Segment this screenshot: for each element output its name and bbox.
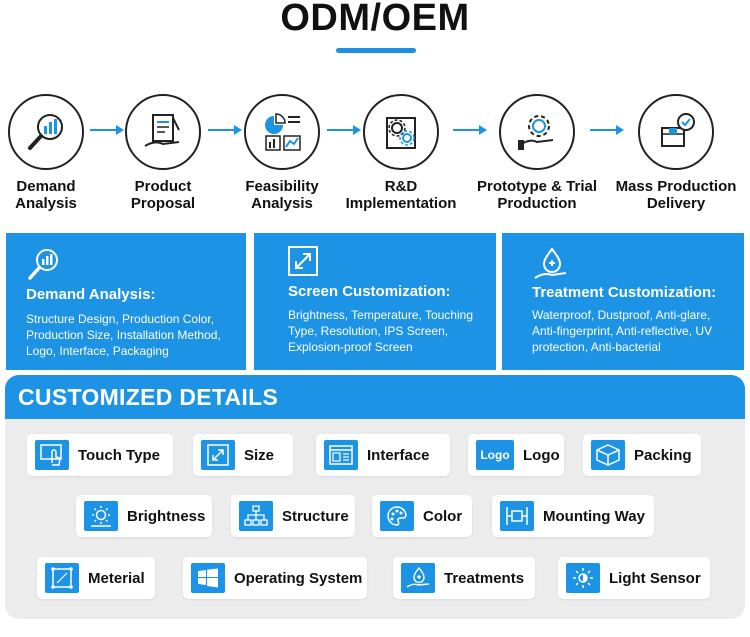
detail-touch-type: Touch Type <box>27 434 173 476</box>
detail-color: Color <box>372 495 472 537</box>
step-mass-production-delivery: Mass Production Delivery <box>611 94 741 212</box>
resize-icon <box>201 440 235 470</box>
step-label: Product Proposal <box>130 178 196 212</box>
arrow-right-icon <box>590 125 624 135</box>
detail-label: Touch Type <box>78 446 160 464</box>
title-underline <box>336 48 416 53</box>
gears-book-icon <box>363 94 439 170</box>
drop-hand-icon <box>401 563 435 593</box>
panel-treatment-customization: Treatment Customization: Waterproof, Dus… <box>502 233 744 370</box>
panel-body: Brightness, Temperature, Touching Type, … <box>288 308 473 354</box>
panel-screen-customization: Screen Customization: Brightness, Temper… <box>254 233 496 370</box>
detail-light-sensor: Light Sensor <box>558 557 710 599</box>
light-sensor-icon <box>566 563 600 593</box>
detail-mounting-way: Mounting Way <box>492 495 654 537</box>
detail-packing: Packing <box>583 434 701 476</box>
sun-icon <box>84 501 118 531</box>
touch-icon <box>35 440 69 470</box>
detail-label: Structure <box>282 507 349 525</box>
panel-demand-analysis: Demand Analysis: Structure Design, Produ… <box>6 233 246 370</box>
panel-body: Structure Design, Production Color, Prod… <box>26 312 221 358</box>
panel-heading: Screen Customization: <box>288 283 451 300</box>
detail-label: Brightness <box>127 507 206 525</box>
expand-icon <box>288 246 318 276</box>
panel-heading: Treatment Customization: <box>532 284 717 301</box>
detail-label: Light Sensor <box>609 569 701 587</box>
detail-label: Size <box>244 446 275 464</box>
detail-label: Meterial <box>88 569 145 587</box>
step-label: R&D Implementation <box>345 178 457 212</box>
palette-icon <box>380 501 414 531</box>
page-title: ODM/OEM <box>280 0 470 39</box>
panel-heading: Demand Analysis: <box>26 286 156 303</box>
gear-hand-icon <box>499 94 575 170</box>
logo-icon: Logo <box>476 440 514 470</box>
customized-details-header: CUSTOMIZED DETAILS <box>5 375 745 419</box>
windows-icon <box>191 563 225 593</box>
detail-logo: Logo Logo <box>468 434 564 476</box>
magnifier-chart-icon <box>28 249 58 280</box>
detail-material: Meterial <box>37 557 155 599</box>
detail-label: Color <box>423 507 463 525</box>
magnifier-chart-icon <box>8 94 84 170</box>
charts-icon <box>244 94 320 170</box>
detail-label: Packing <box>634 446 692 464</box>
detail-label: Treatments <box>444 569 525 587</box>
material-icon <box>45 563 79 593</box>
step-label: Prototype & Trial Production <box>476 178 598 212</box>
step-prototype-trial-production: Prototype & Trial Production <box>467 94 607 212</box>
panel-body: Waterproof, Dustproof, Anti-glare, Anti-… <box>532 308 713 354</box>
step-label: Feasibility Analysis <box>245 178 319 212</box>
interface-icon <box>324 440 358 470</box>
detail-interface: Interface <box>316 434 450 476</box>
customized-details-section: CUSTOMIZED DETAILS Touch Type Size Inter… <box>5 375 745 619</box>
detail-size: Size <box>193 434 293 476</box>
box-icon <box>591 440 625 470</box>
detail-structure: Structure <box>231 495 355 537</box>
detail-label: Interface <box>367 446 430 464</box>
step-rd-implementation: R&D Implementation <box>341 94 461 212</box>
step-label: Demand Analysis <box>15 178 77 212</box>
detail-treatments: Treatments <box>393 557 535 599</box>
arrow-right-icon <box>453 125 487 135</box>
detail-label: Logo <box>523 446 560 464</box>
section-title: CUSTOMIZED DETAILS <box>18 384 279 410</box>
structure-icon <box>239 501 273 531</box>
detail-label: Operating System <box>234 569 363 587</box>
step-demand-analysis: Demand Analysis <box>0 94 106 212</box>
detail-brightness: Brightness <box>76 495 212 537</box>
arrow-right-icon <box>90 125 124 135</box>
box-check-icon <box>638 94 714 170</box>
arrow-right-icon <box>208 125 242 135</box>
detail-label: Mounting Way <box>543 507 645 525</box>
detail-operating-system: Operating System <box>183 557 367 599</box>
step-label: Mass Production Delivery <box>615 178 737 212</box>
arrow-right-icon <box>327 125 361 135</box>
document-hand-icon <box>125 94 201 170</box>
step-product-proposal: Product Proposal <box>103 94 223 212</box>
mount-icon <box>500 501 534 531</box>
drop-hand-icon <box>534 247 567 279</box>
step-feasibility-analysis: Feasibility Analysis <box>222 94 342 212</box>
